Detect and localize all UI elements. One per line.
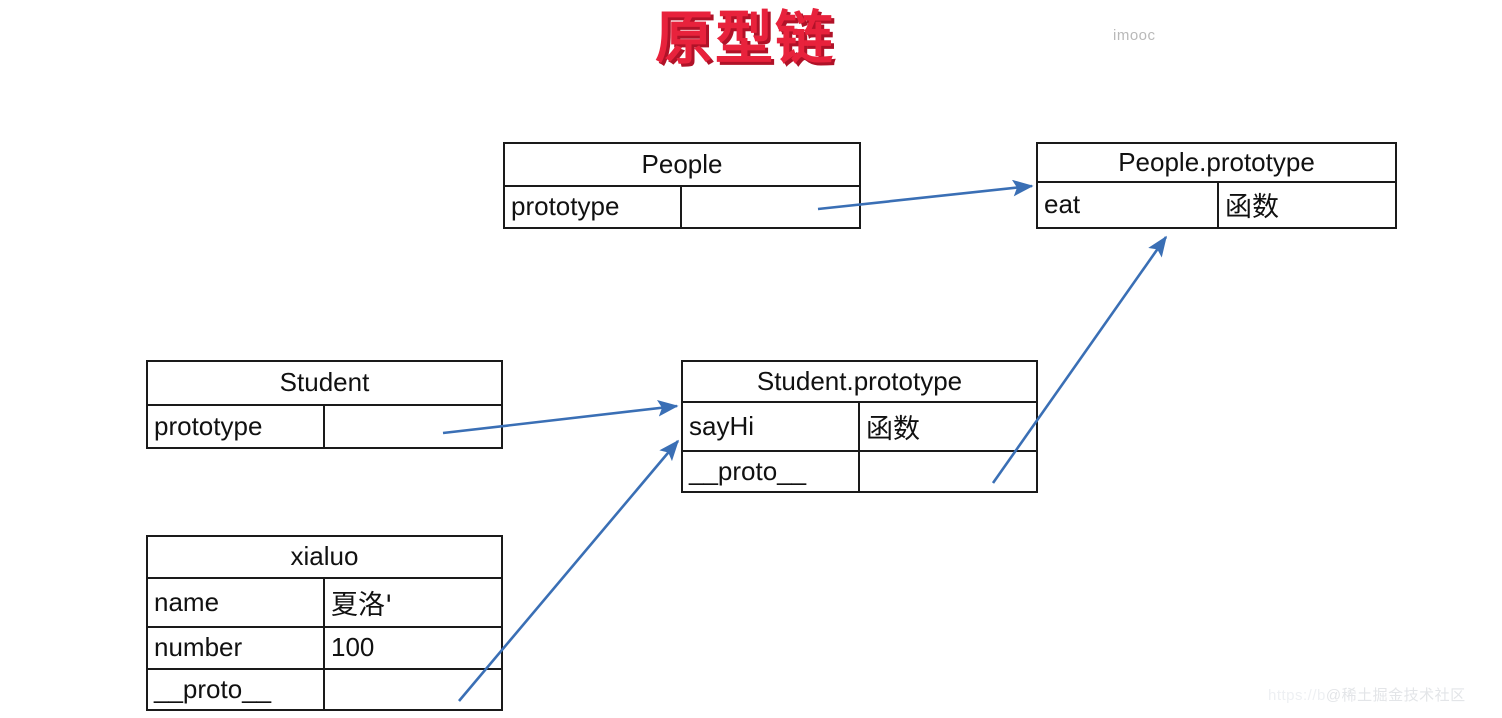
watermark: https://b@稀土掘金技术社区 bbox=[1268, 684, 1466, 705]
xialuo-number-value-cell: 100 bbox=[331, 632, 375, 663]
watermark-handle: @稀土掘金技术社区 bbox=[1325, 687, 1466, 704]
people-prototype-eat-value-cell: 函数 bbox=[1225, 192, 1279, 224]
people-prototype-box[interactable]: People.prototype eat 函数 bbox=[1036, 142, 1397, 229]
student-prototype-sayhi-key-cell: sayHi bbox=[683, 403, 860, 450]
student-prototype-title: Student.prototype bbox=[756, 366, 963, 396]
student-box-title: Student bbox=[279, 367, 370, 398]
student-box-header-row: Student bbox=[148, 362, 501, 406]
xialuo-name-key-cell: name bbox=[148, 578, 325, 626]
student-box-row: prototype bbox=[148, 405, 501, 448]
xialuo-proto-row: __proto__ bbox=[148, 669, 501, 710]
people-prototype-key-cell: prototype bbox=[505, 186, 682, 227]
xialuo-name-value-cell: 夏洛' bbox=[331, 589, 393, 621]
people-prototype-row: eat 函数 bbox=[1038, 182, 1395, 227]
xialuo-header-row: xialuo bbox=[148, 537, 501, 579]
xialuo-proto-value-cell bbox=[325, 670, 501, 710]
student-prototype-sayhi-row: sayHi 函数 bbox=[683, 403, 1036, 452]
people-box-header-row: People bbox=[505, 144, 859, 187]
watermark-url: https://b bbox=[1268, 687, 1326, 704]
student-prototype-sayhi-value-cell: 函数 bbox=[866, 414, 920, 445]
student-prototype-box[interactable]: Student.prototype sayHi 函数 __proto__ bbox=[681, 360, 1038, 493]
student-prototype-proto-key-cell: __proto__ bbox=[683, 452, 860, 491]
student-prototype-header-row: Student.prototype bbox=[683, 362, 1036, 403]
student-prototype-proto-row: __proto__ bbox=[683, 452, 1036, 491]
people-prototype-value-cell bbox=[682, 187, 859, 228]
xialuo-name-row: name 夏洛' bbox=[148, 578, 501, 628]
people-box[interactable]: People prototype bbox=[503, 142, 861, 229]
xialuo-box[interactable]: xialuo name 夏洛' number 100 __proto__ bbox=[146, 535, 503, 711]
student-prototype-value-cell bbox=[325, 406, 501, 448]
xialuo-number-row: number 100 bbox=[148, 628, 501, 670]
imooc-brand-label: imooc bbox=[1113, 27, 1156, 44]
page-title: 原型链 bbox=[655, 6, 836, 71]
people-prototype-header-row: People.prototype bbox=[1038, 144, 1395, 183]
student-box[interactable]: Student prototype bbox=[146, 360, 503, 449]
xialuo-title: xialuo bbox=[290, 541, 359, 572]
people-prototype-eat-key-cell: eat bbox=[1038, 182, 1219, 227]
people-box-row: prototype bbox=[505, 186, 859, 228]
student-prototype-key-cell: prototype bbox=[148, 405, 325, 447]
xialuo-number-key-cell: number bbox=[148, 628, 325, 668]
xialuo-proto-key-cell: __proto__ bbox=[148, 669, 325, 709]
people-box-title: People bbox=[641, 148, 723, 179]
student-prototype-proto-value-cell bbox=[860, 452, 1036, 491]
people-prototype-title: People.prototype bbox=[1118, 146, 1315, 177]
